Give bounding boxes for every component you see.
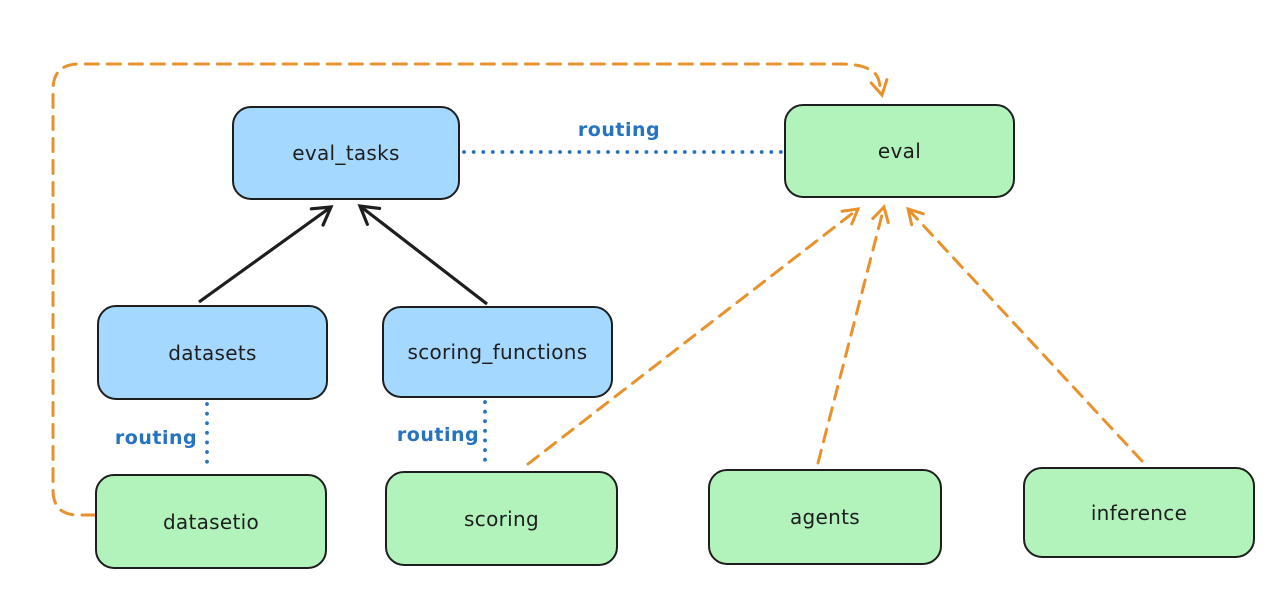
node-inference: inference [1023,467,1255,558]
edge-datasets-to-eval-tasks [198,205,334,304]
node-scoring-label: scoring [464,506,539,531]
routing-label-mid: routing [396,424,480,446]
node-datasetio-label: datasetio [162,509,260,534]
node-scoring-functions-label: scoring_functions [407,340,588,364]
node-datasets-label: datasets [168,340,257,365]
node-agents: agents [708,469,942,565]
edge-datasetio-to-eval [51,62,889,517]
node-scoring-functions: scoring_functions [382,306,613,398]
node-datasets: datasets [97,305,328,400]
edge-scoring-functions-to-eval-tasks [357,204,488,306]
edge-agents-to-eval [816,204,890,465]
edge-inference-to-eval [905,206,1144,463]
edge-scoring-to-eval [526,207,861,466]
routing-label-top: routing [577,119,661,141]
node-eval-tasks: eval_tasks [232,106,460,200]
node-scoring: scoring [385,471,618,566]
node-datasetio: datasetio [95,474,327,569]
node-inference-label: inference [1090,500,1188,525]
routing-label-left: routing [114,427,198,449]
node-eval-label: eval [877,139,922,163]
node-eval: eval [784,104,1015,198]
node-agents-label: agents [790,505,860,529]
node-eval-tasks-label: eval_tasks [292,141,400,165]
